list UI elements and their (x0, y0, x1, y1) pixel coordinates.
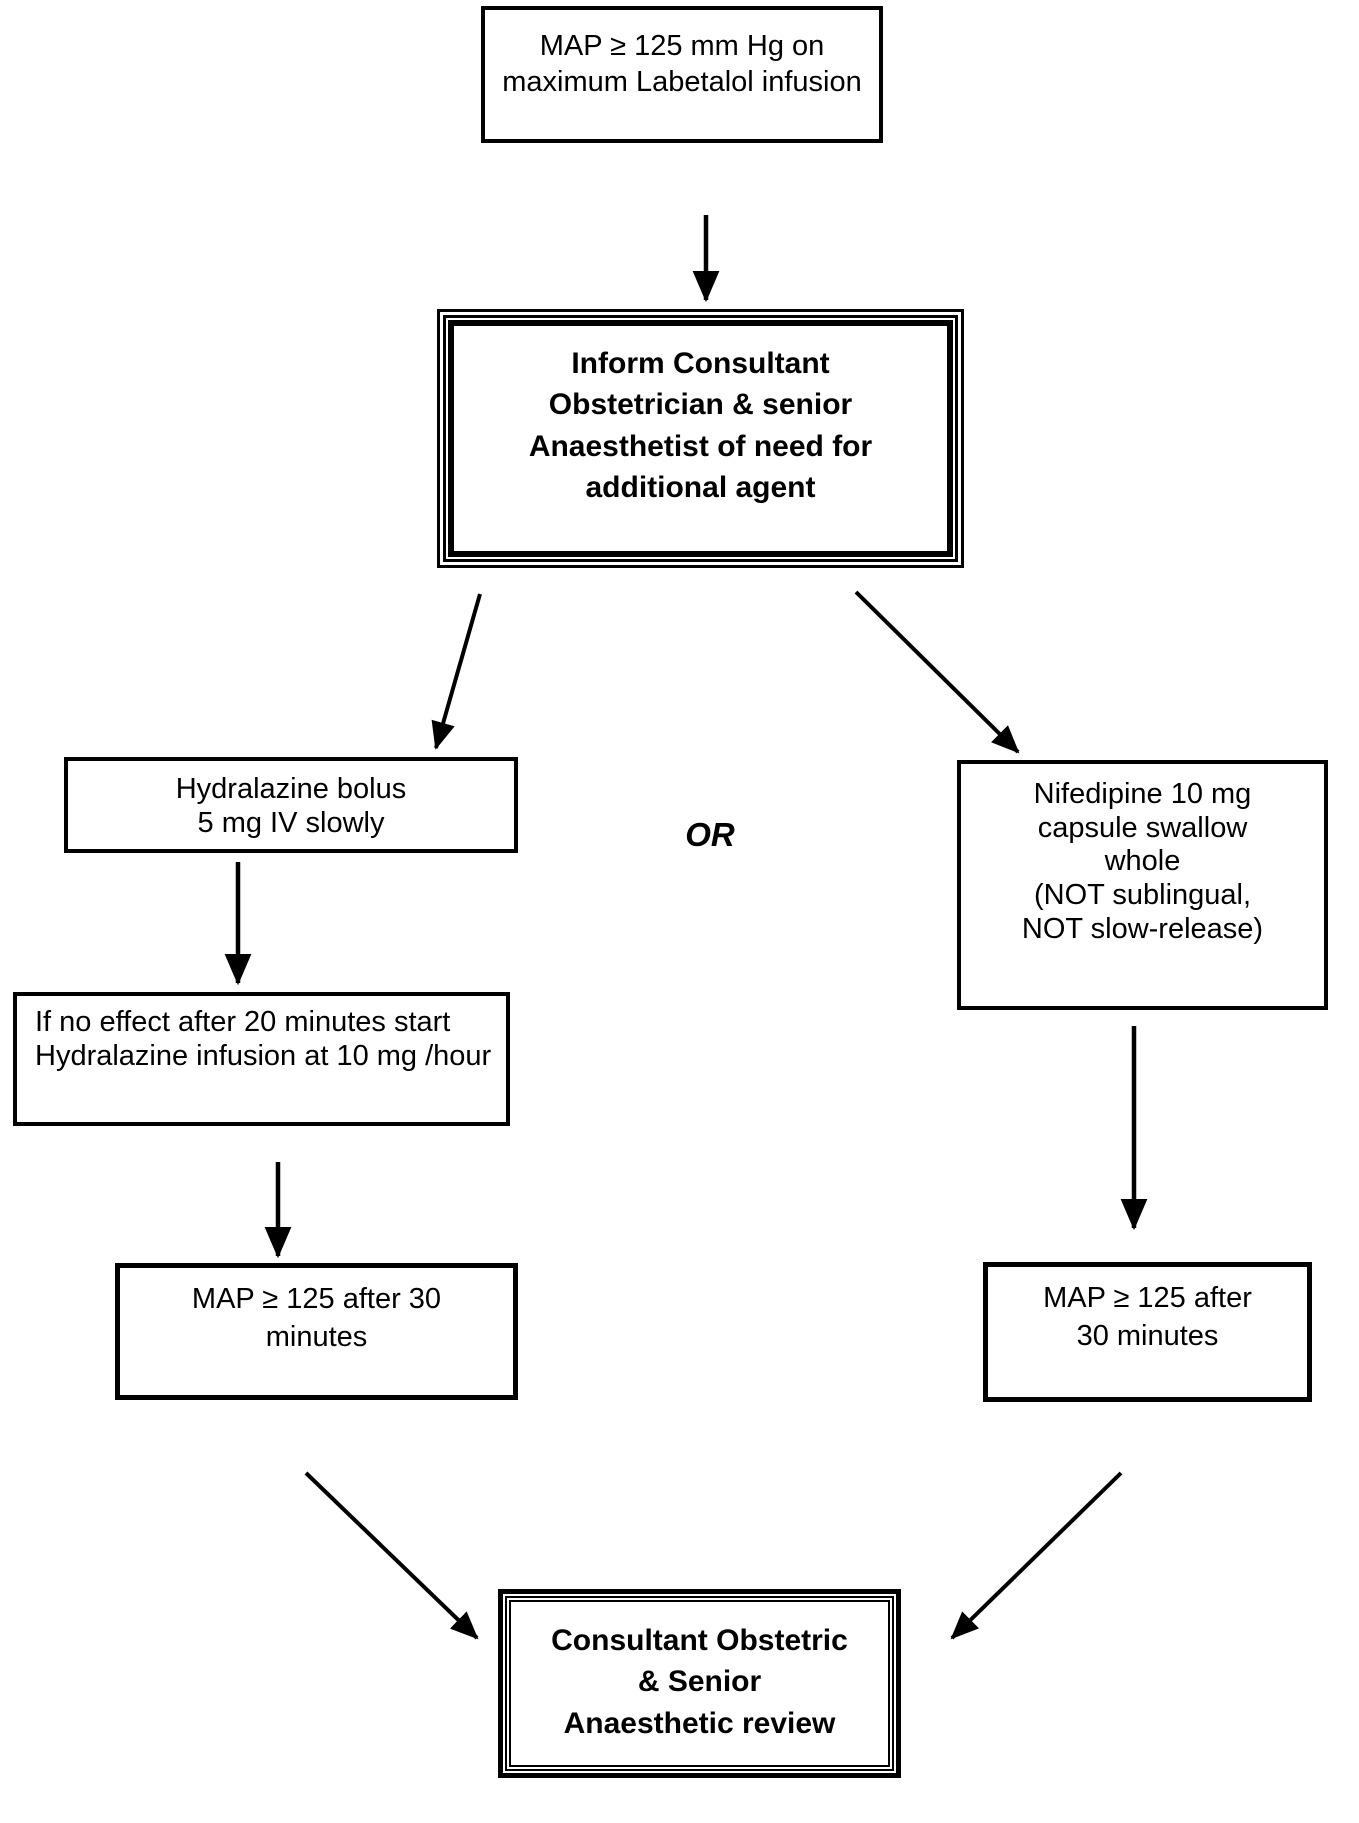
arrow-inform-to-nifedipine (854, 590, 1020, 754)
node-text-line: NOT slow-release) (1021, 912, 1264, 945)
node-text-line: If no effect after 20 minutes start (35, 1006, 451, 1038)
node-text-line: (NOT sublingual, (1033, 878, 1252, 911)
node-text-line: MAP ≥ 125 mm Hg on (539, 30, 825, 62)
node-text-line: Anaesthetic review (563, 1706, 836, 1740)
node-text-line: minutes (265, 1320, 368, 1353)
node-text-line: Anaesthetist of need for (528, 429, 873, 463)
node-text-line: Hydralazine bolus (175, 773, 407, 805)
node-consultant-review: Consultant Obstetric & Senior Anaestheti… (509, 1600, 890, 1767)
node-text-line: additional agent (585, 471, 816, 505)
node-hydralazine-bolus: Hydralazine bolus 5 mg IV slowly (64, 757, 518, 853)
node-text-line: maximum Labetalol infusion (502, 66, 862, 99)
node-map-high-on-labetalol: MAP ≥ 125 mm Hg on maximum Labetalol inf… (481, 6, 883, 143)
node-text-line: Nifedipine 10 mg (1033, 778, 1252, 810)
node-nifedipine: Nifedipine 10 mg capsule swallow whole (… (957, 760, 1328, 1010)
node-text-line: & Senior (637, 1665, 762, 1699)
node-text-line: MAP ≥ 125 after (1043, 1282, 1252, 1314)
node-text-line: whole (1104, 845, 1181, 878)
node-text-line: capsule swallow (1037, 811, 1248, 844)
or-connector-label: OR (685, 816, 735, 853)
node-text-line: 5 mg IV slowly (197, 806, 385, 839)
node-text-line: 30 minutes (1076, 1319, 1219, 1352)
node-map-after-30-left: MAP ≥ 125 after 30 minutes (115, 1263, 518, 1400)
node-text-line: Obstetrician & senior (548, 388, 853, 422)
node-map-after-30-right: MAP ≥ 125 after 30 minutes (983, 1262, 1312, 1402)
node-text-line: Hydralazine infusion at 10 mg /hour (35, 1039, 492, 1072)
node-inform-consultant: Inform Consultant Obstetrician & senior … (448, 320, 953, 557)
node-text-line: Consultant Obstetric (551, 1624, 848, 1657)
arrow-map-right-to-review (950, 1471, 1123, 1640)
node-text-line: Inform Consultant (571, 347, 830, 380)
arrow-map-left-to-review (304, 1471, 479, 1640)
node-text-line: MAP ≥ 125 after 30 (191, 1283, 442, 1315)
node-hydralazine-infusion: If no effect after 20 minutes start Hydr… (13, 992, 510, 1126)
arrow-inform-to-hydralazine (431, 593, 482, 750)
